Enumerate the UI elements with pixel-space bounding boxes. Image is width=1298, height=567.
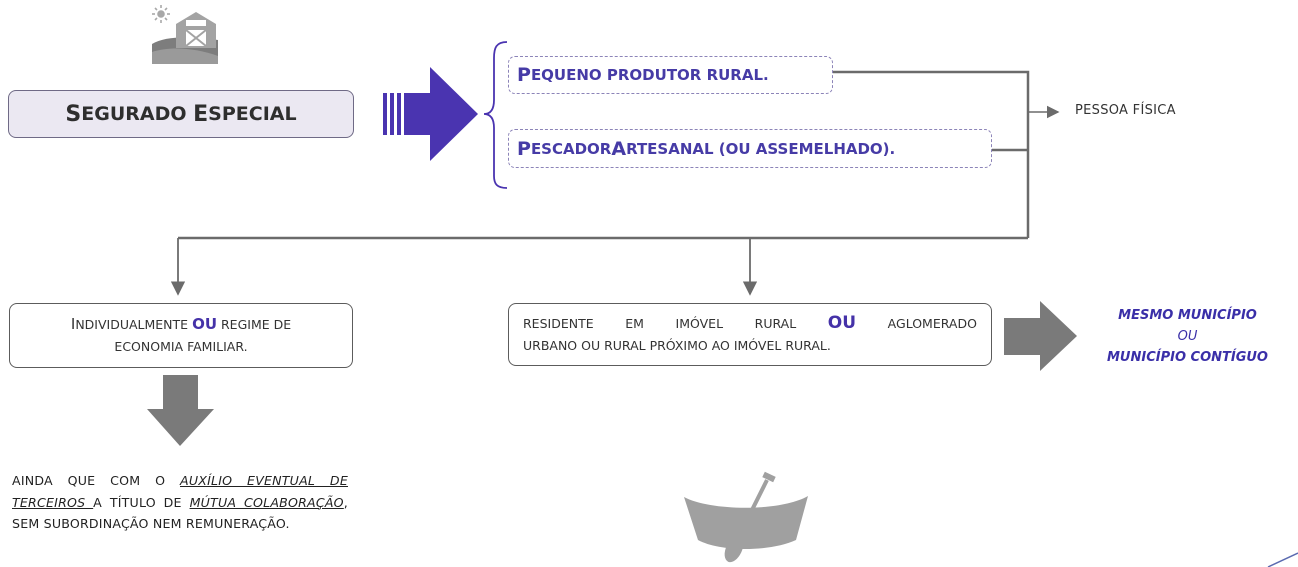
note-paragraph: AINDA QUE COM O AUXÍLIO EVENTUAL DE TERC… <box>12 470 348 535</box>
municipality-line-1: MESMO MUNICÍPIO <box>1118 308 1257 323</box>
residence-word: EM <box>625 316 644 331</box>
individual-connector: OU <box>192 315 217 333</box>
title-initial-1: S <box>65 101 82 127</box>
note-underlined: MÚTUA COLABORAÇÃO <box>189 494 344 510</box>
canoe-paddle-icon <box>684 471 808 563</box>
individual-after: REGIME DE <box>220 317 292 332</box>
title-rest-1: EGURADO <box>81 103 187 125</box>
residence-box: RESIDENTE EM IMÓVEL RURAL OU AGLOMERADO … <box>508 303 992 366</box>
municipality-text: MESMO MUNICÍPIO OU MUNICÍPIO CONTÍGUO <box>1090 305 1285 368</box>
title-rest-2: SPECIAL <box>208 103 297 125</box>
option-text-b: RTESANAL (OU ASSEMELHADO). <box>626 139 896 158</box>
individual-box: INDIVIDUALMENTE OU REGIME DE ECONOMIA FA… <box>9 303 353 368</box>
pessoa-fisica-label: PESSOA FÍSICA <box>1075 103 1176 118</box>
note-text: AINDA QUE COM O <box>12 473 181 488</box>
note-text: , SEM SUBORDINAÇÃO NEM REMUNERAÇÃO. <box>12 494 349 532</box>
option-initial: P <box>517 64 531 86</box>
option-text: ESCADOR <box>530 139 612 158</box>
municipality-line-3: MUNICÍPIO CONTÍGUO <box>1107 350 1268 365</box>
note-text: A TÍTULO DE <box>93 494 190 510</box>
individual-word: NDIVIDUALMENTE <box>75 317 189 332</box>
option-initial-b: A <box>611 137 627 160</box>
individual-line-2: ECONOMIA FAMILIAR. <box>114 339 248 354</box>
connector-line-opt1 <box>833 70 1030 238</box>
note-underlined: AUXÍLIO EVENTUAL DE TERCEIROS <box>12 473 348 510</box>
farm-barn-icon <box>152 5 218 64</box>
curly-brace <box>483 41 508 189</box>
purple-arrow <box>383 67 478 161</box>
residence-line-2: URBANO OU RURAL PRÓXIMO AO IMÓVEL RURAL. <box>523 338 831 353</box>
gray-right-arrow <box>1004 301 1077 371</box>
option-initial: P <box>517 137 531 160</box>
residence-connector: OU <box>827 313 857 333</box>
gray-down-arrow <box>147 375 214 446</box>
corner-decoration <box>1267 552 1298 567</box>
option-text: EQUENO PRODUTOR RURAL. <box>530 66 769 84</box>
residence-word: RESIDENTE <box>523 316 594 331</box>
individual-initial: I <box>70 315 76 333</box>
residence-word: RURAL <box>754 316 797 331</box>
residence-word: AGLOMERADO <box>887 316 977 331</box>
municipality-line-2: OU <box>1177 329 1198 344</box>
residence-line-1: RESIDENTE EM IMÓVEL RURAL OU AGLOMERADO <box>523 312 977 335</box>
individual-line-1: INDIVIDUALMENTE OU REGIME DE <box>71 313 291 336</box>
residence-word: IMÓVEL <box>675 316 724 331</box>
title-initial-2: E <box>193 101 209 127</box>
